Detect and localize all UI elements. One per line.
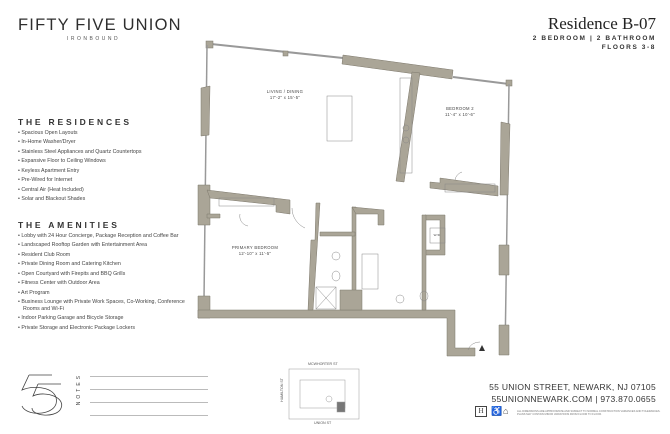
feature-item: Expansive Floor to Ceiling Windows	[18, 158, 198, 164]
fifty-five-logo	[21, 374, 63, 416]
notes-label: NOTES	[76, 373, 82, 406]
notes-line[interactable]	[90, 376, 208, 377]
notes-line[interactable]	[90, 415, 208, 416]
residences-heading: THE RESIDENCES	[18, 117, 132, 127]
room-name: PRIMARY BEDROOM	[231, 245, 279, 250]
brand-logo: FIFTY FIVE UNION	[18, 16, 182, 34]
feature-item: Keyless Apartment Entry	[18, 168, 198, 174]
bed-bath: 2 BEDROOM | 2 BATHROOM	[532, 35, 656, 42]
key-plan	[288, 368, 360, 420]
feature-item: In-Home Washer/Dryer	[18, 139, 198, 145]
room-dims: 17'-2" x 15'-5"	[269, 94, 301, 100]
feature-item: Solar and Blackout Shades	[18, 196, 198, 202]
room-dims: 12'-10" x 11'-5"	[238, 250, 272, 256]
room-dims: 11'-4" x 10'-6"	[445, 111, 475, 117]
key-street-south: UNION ST	[314, 421, 332, 425]
disclaimer: ALL DIMENSIONS ARE APPROXIMATE AND SUBJE…	[517, 410, 661, 417]
amenities-section: THE AMENITIES Lobby with 24 Hour Concier…	[18, 220, 198, 334]
feature-item: Spacious Open Layouts	[18, 130, 198, 136]
feature-item: Fitness Center with Outdoor Area	[18, 280, 198, 286]
key-street-west: HAMILTON ST	[280, 378, 284, 402]
feature-item: Stainless Steel Appliances and Quartz Co…	[18, 149, 198, 155]
amenities-list: Lobby with 24 Hour Concierge, Package Re…	[18, 233, 198, 331]
address: 55 UNION STREET, NEWARK, NJ 07105	[489, 382, 656, 392]
residences-section: THE RESIDENCES Spacious Open LayoutsIn-H…	[18, 117, 198, 206]
accessibility-icon: ♿	[491, 406, 503, 416]
feature-item: Private Storage and Electronic Package L…	[18, 325, 198, 331]
room-name: BEDROOM 2	[446, 106, 474, 111]
notes-line[interactable]	[90, 389, 208, 390]
feature-item: Business Lounge with Private Work Spaces…	[18, 299, 198, 312]
feature-item: Resident Club Room	[18, 252, 198, 258]
floors: FLOORS 3-8	[601, 44, 656, 51]
equal-housing-icon: ⌂	[503, 406, 509, 416]
amenities-heading: THE AMENITIES	[18, 220, 120, 230]
feature-item: Lobby with 24 Hour Concierge, Package Re…	[18, 233, 198, 239]
feature-item: Open Courtyard with Firepits and BBQ Gri…	[18, 271, 198, 277]
developer-logo-icon: H	[475, 406, 487, 417]
feature-item: Art Program	[18, 290, 198, 296]
residence-title: Residence B-07	[547, 14, 656, 33]
feature-item: Private Dining Room and Catering Kitchen	[18, 261, 198, 267]
feature-item: Pre-Wired for Internet	[18, 177, 198, 183]
residences-list: Spacious Open LayoutsIn-Home Washer/Drye…	[18, 130, 198, 203]
room-name: LIVING / DINING	[266, 89, 304, 94]
notes-line[interactable]	[90, 402, 208, 403]
feature-item: Central Air (Heat Included)	[18, 187, 198, 193]
washer-dryer-label: W/D	[433, 233, 441, 237]
contact-block: 55 UNION STREET, NEWARK, NJ 07105 55UNIO…	[489, 381, 656, 405]
feature-item: Landscaped Rooftop Garden with Entertain…	[18, 242, 198, 248]
key-street-north: MCWHORTER ST	[308, 362, 338, 366]
feature-item: Indoor Parking Garage and Bicycle Storag…	[18, 315, 198, 321]
website-phone: 55UNIONNEWARK.COM | 973.870.0655	[491, 394, 656, 404]
brand-subtitle: IRONBOUND	[67, 36, 121, 42]
